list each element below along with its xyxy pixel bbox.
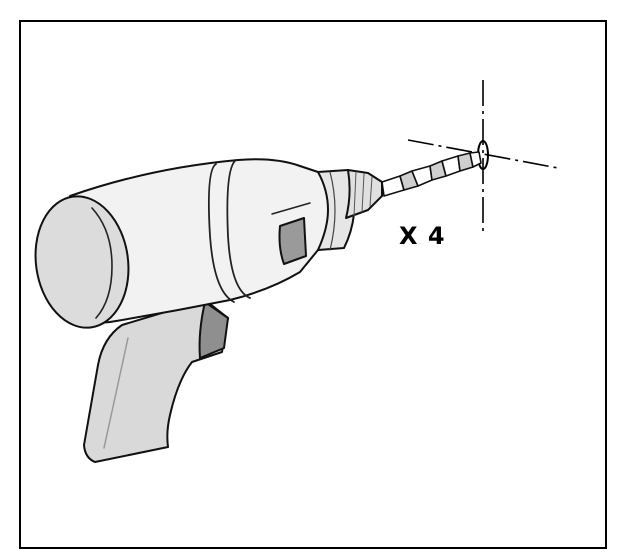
drill-bit: [381, 151, 482, 197]
panel-frame: [19, 20, 607, 549]
drill-point-crosshair-icon: [407, 80, 559, 232]
quantity-label: X 4: [399, 222, 446, 250]
drill-handle: [83, 299, 229, 463]
drill-chuck: [345, 169, 383, 219]
drill-trigger: [198, 301, 229, 359]
power-drill-icon: [34, 151, 482, 463]
drill-switch: [278, 217, 307, 265]
